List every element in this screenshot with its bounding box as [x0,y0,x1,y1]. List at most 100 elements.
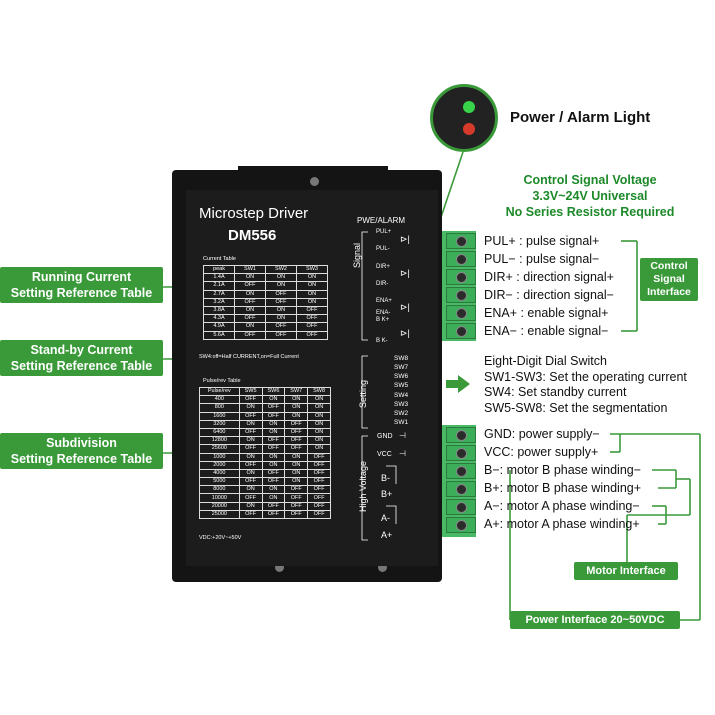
control-voltage-note: Control Signal Voltage 3.3V~24V Universa… [470,172,710,220]
screw-icon [456,254,467,265]
terminal-screw [446,517,476,533]
control-interface-line1: Control [650,260,688,272]
pin-a-plus: A+ [381,530,393,540]
control-interface-line2: Signal [653,273,685,285]
desc-pul-minus: PUL− : pulse signal− [484,252,600,266]
switch-sw2: SW2 [394,410,409,417]
pulse-table-cell: OFF [307,509,331,520]
standby-current-label: Stand-by Current Setting Reference Table [0,340,163,376]
pin-b-minus: B- [381,473,390,483]
desc-pul-plus: PUL+ : pulse signal+ [484,234,600,248]
control-voltage-line2: 3.3V~24V Universal [532,189,648,203]
desc-a-plus: A+: motor A phase winding+ [484,517,640,531]
arrow-right-icon [446,375,470,393]
screw-icon [456,430,467,441]
power-interface-label: Power Interface 20~50VDC [510,611,680,629]
signal-terminal-block [442,231,476,341]
optocoupler-icon: ⊳| [400,234,410,244]
desc-b-minus: B−: motor B phase winding− [484,463,642,477]
pin-vcc: VCC [377,451,392,458]
power-light-zoom [430,84,498,152]
mount-tab-top [238,166,388,174]
terminal-screw [446,499,476,515]
pin-bk-plus: B K+ [376,317,390,323]
subdivision-label: Subdivision Setting Reference Table [0,433,163,469]
optocoupler-icon: ⊳| [400,302,410,312]
subdivision-line1: Subdivision [46,436,117,450]
dial-switch-line1: Eight-Digit Dial Switch [484,354,607,368]
pin-pul-minus: PUL- [376,246,390,252]
pin-dir-minus: DIR- [376,281,389,287]
mount-hole-bottom-icon-2 [378,563,387,572]
running-current-line1: Running Current [31,270,132,284]
pwe-alarm-label: PWE/ALARM [357,216,406,225]
screw-icon [456,484,467,495]
terminal-screw [446,463,476,479]
terminal-screw [446,251,476,267]
terminal-screw [446,287,476,303]
pin-a-minus: A- [381,513,390,523]
terminal-screw [446,233,476,249]
switch-sw8: SW8 [394,355,409,362]
switch-sw7: SW7 [394,364,409,371]
control-voltage-line3: No Series Resistor Required [505,205,675,219]
terminal-screw [446,305,476,321]
mount-hole-bottom-icon [275,563,284,572]
control-interface-label: Control Signal Interface [640,258,698,301]
driver-model: DM556 [228,227,277,244]
pin-bk-minus: B K- [376,338,388,344]
desc-gnd: GND: power supply− [484,427,600,441]
running-current-label: Running Current Setting Reference Table [0,267,163,303]
switch-sw6: SW6 [394,373,409,380]
dial-switch-line4: SW5-SW8: Set the segmentation [484,400,668,415]
pin-b-plus: B+ [381,489,393,499]
current-table-footer: SW4:off=Half CURRENT,on=Full Current [199,354,299,360]
terminal-screw [446,445,476,461]
pulse-table-footer: VDC:+20V~+50V [199,535,242,541]
standby-current-line1: Stand-by Current [30,343,133,357]
pin-gnd: GND [377,433,393,440]
desc-dir-minus: DIR− : direction signal− [484,288,614,302]
subdivision-line2: Setting Reference Table [10,452,153,466]
standby-current-line2: Setting Reference Table [10,359,153,373]
current-table-cell: 5.6A [202,330,236,340]
screw-icon [456,502,467,513]
current-table-cell: OFF [295,330,329,340]
pin-dir-plus: DIR+ [376,264,390,270]
current-table-title: Current Table [203,256,236,262]
dial-switch-line2: SW1-SW3: Set the operating current [484,369,687,384]
desc-a-minus: A−: motor A phase winding− [484,499,640,513]
switch-sw5: SW5 [394,382,409,389]
desc-dir-plus: DIR+ : direction signal+ [484,270,614,284]
desc-ena-minus: ENA− : enable signal− [484,324,609,338]
optocoupler-icon: ⊳| [400,268,410,278]
power-light-label: Power / Alarm Light [510,109,651,126]
screw-icon [456,290,467,301]
screw-icon [456,272,467,283]
switch-sw4: SW4 [394,392,409,399]
terminal-screw [446,323,476,339]
pin-ena-minus: ENA- [376,310,391,316]
red-led-icon [463,123,475,135]
screw-icon [456,520,467,531]
ground-icon: ⊣ [399,431,406,440]
driver-title: Microstep Driver [199,205,309,222]
pin-ena-plus: ENA+ [376,298,392,304]
pin-pul-plus: PUL+ [376,229,392,235]
power-icon: ⊣ [399,449,406,458]
green-led-icon [463,101,475,113]
screw-icon [456,466,467,477]
screw-icon [456,448,467,459]
dial-switch-line3: SW4: Set standby current [484,385,627,399]
switch-sw1: SW1 [394,419,409,426]
